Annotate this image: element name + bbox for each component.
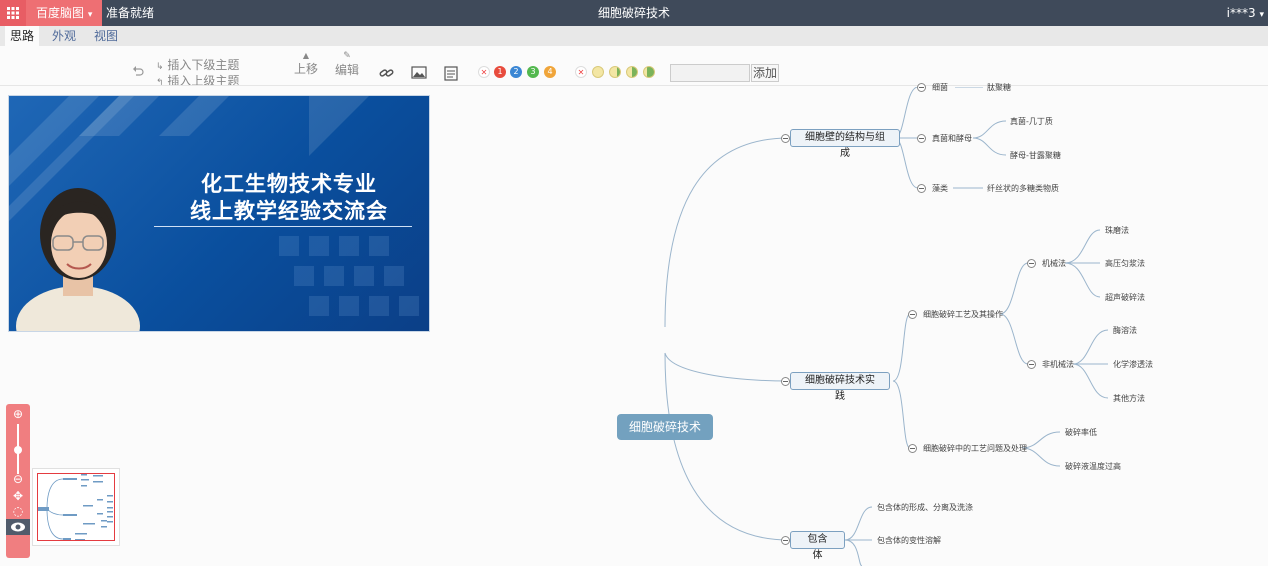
progress-1-icon[interactable] — [609, 66, 621, 78]
video-background-pattern — [9, 96, 419, 316]
zoom-out-icon[interactable]: ⊖ — [12, 472, 24, 486]
locate-icon[interactable]: ◌ — [12, 504, 24, 518]
mindmap-leaf[interactable]: 高压匀浆法 — [1105, 259, 1145, 268]
add-tag-button[interactable]: 添加 — [751, 64, 779, 82]
insert-child-label: 插入下级主题 — [167, 58, 240, 72]
save-status: 准备就绪 — [106, 6, 155, 20]
tab-thinking[interactable]: 思路 — [5, 26, 40, 46]
move-up-label: 上移 — [293, 62, 318, 76]
collapse-icon[interactable] — [1027, 259, 1036, 268]
mindmap-leaf[interactable]: 包含体的变性溶解 — [877, 536, 941, 545]
move-up-button[interactable]: ▲ 上移 — [293, 51, 319, 77]
user-name: i***3 — [1226, 6, 1256, 20]
mindmap-root-node[interactable]: 细胞破碎技术 — [617, 414, 713, 440]
apps-grid-icon[interactable] — [0, 0, 26, 26]
minimap-viewport[interactable] — [37, 473, 115, 541]
mindmap-leaf[interactable]: 珠磨法 — [1105, 226, 1129, 235]
minimap[interactable] — [32, 468, 120, 546]
collapse-icon[interactable] — [781, 134, 790, 143]
progress-0-icon[interactable] — [592, 66, 604, 78]
mindmap-leaf[interactable]: 纤丝状的多糖类物质 — [987, 184, 1059, 193]
insert-parent-button[interactable]: ↰ 插入上级主题 — [156, 72, 240, 86]
priority-2-icon[interactable]: 2 — [510, 66, 522, 78]
mindmap-leaf[interactable]: 酶溶法 — [1113, 326, 1137, 335]
tab-appearance[interactable]: 外观 — [52, 29, 77, 43]
collapse-icon[interactable] — [917, 134, 926, 143]
zoom-in-icon[interactable]: ⊕ — [12, 407, 24, 421]
note-icon[interactable] — [444, 66, 458, 84]
collapse-icon[interactable] — [917, 184, 926, 193]
mindmap-leaf[interactable]: 包含体的形成、分离及洗涤 — [877, 503, 973, 512]
collapse-icon[interactable] — [781, 536, 790, 545]
tab-bar: 思路 外观 视图 — [0, 26, 1268, 46]
collapse-icon[interactable] — [908, 310, 917, 319]
priority-3-icon[interactable]: 3 — [527, 66, 539, 78]
brand-label: 百度脑图 — [36, 6, 85, 20]
mindmap-node-non-mechanical[interactable]: 非机械法 — [1042, 360, 1074, 369]
mindmap-node-bacteria[interactable]: 细菌 — [932, 83, 948, 92]
title-underline — [154, 226, 412, 227]
insert-child-button[interactable]: ↳ 插入下级主题 — [156, 56, 239, 73]
mindmap-leaf[interactable]: 化学渗透法 — [1113, 360, 1153, 369]
user-menu[interactable]: i***3 ▾ — [1227, 0, 1264, 28]
mindmap-leaf[interactable]: 酵母-甘露聚糖 — [1010, 151, 1061, 160]
arrow-up-icon: ▲ — [302, 51, 310, 60]
mindmap-node-inclusion-body[interactable]: 包含体 — [790, 531, 845, 561]
mindmap-node-fungi-yeast[interactable]: 真菌和酵母 — [932, 134, 972, 143]
priority-4-icon[interactable]: 4 — [544, 66, 556, 78]
collapse-icon[interactable] — [917, 83, 926, 92]
toolbar: ↳ 插入下级主题 ↰ 插入上级主题 ▲ 上移 ✎ 编辑 ✕ 1 2 3 4 ✕ … — [0, 46, 1268, 86]
video-overlay[interactable]: 化工生物技术专业 线上教学经验交流会 — [8, 95, 430, 332]
mindmap-leaf[interactable]: 破碎液温度过高 — [1065, 462, 1121, 471]
mindmap-node-algae[interactable]: 藻类 — [932, 184, 948, 193]
progress-clear-icon[interactable]: ✕ — [575, 66, 587, 78]
toggle-minimap-button[interactable] — [6, 519, 30, 535]
insert-parent-icon: ↰ — [156, 78, 164, 86]
priority-clear-icon[interactable]: ✕ — [478, 66, 490, 78]
minimap-preview — [46, 474, 113, 541]
brand-menu[interactable]: 百度脑图 ▾ — [26, 0, 103, 26]
collapse-icon[interactable] — [908, 444, 917, 453]
presenter-image — [16, 188, 140, 331]
chevron-down-icon: ▾ — [87, 10, 93, 20]
chevron-down-icon: ▾ — [1259, 10, 1264, 20]
video-title-line1: 化工生物技术专业 — [201, 172, 377, 196]
move-icon[interactable]: ✥ — [12, 489, 24, 503]
document-title: 细胞破碎技术 — [597, 6, 670, 20]
mindmap-node-practice[interactable]: 细胞破碎技术实践 — [790, 372, 890, 402]
mindmap-leaf[interactable]: 破碎率低 — [1065, 428, 1097, 437]
progress-3-icon[interactable] — [643, 66, 655, 78]
pencil-icon: ✎ — [343, 51, 351, 61]
collapse-icon[interactable] — [1027, 360, 1036, 369]
priority-1-icon[interactable]: 1 — [494, 66, 506, 78]
video-title: 化工生物技术专业 线上教学经验交流会 — [159, 171, 419, 225]
eye-icon — [11, 522, 25, 532]
undo-icon[interactable] — [132, 64, 144, 81]
insert-parent-label: 插入上级主题 — [167, 74, 240, 86]
tab-view[interactable]: 视图 — [94, 29, 119, 43]
mindmap-leaf[interactable]: 其他方法 — [1113, 394, 1145, 403]
zoom-slider-handle[interactable] — [14, 446, 22, 454]
image-icon[interactable] — [411, 66, 427, 83]
link-icon[interactable] — [379, 66, 395, 83]
mindmap-node-cell-wall[interactable]: 细胞壁的结构与组成 — [790, 129, 900, 159]
mindmap-node-issues[interactable]: 细胞破碎中的工艺问题及处理 — [923, 444, 1027, 453]
tag-input[interactable] — [670, 64, 750, 82]
video-title-line2: 线上教学经验交流会 — [190, 199, 388, 223]
mindmap-leaf[interactable]: 超声破碎法 — [1105, 293, 1145, 302]
collapse-icon[interactable] — [781, 377, 790, 386]
mindmap-node-process[interactable]: 细胞破碎工艺及其操作 — [923, 310, 1003, 319]
progress-2-icon[interactable] — [626, 66, 638, 78]
zoom-bar: ⊕ ⊖ ✥ ◌ — [6, 404, 30, 558]
edit-button[interactable]: ✎ 编辑 — [334, 51, 360, 78]
top-bar: 百度脑图 ▾ 准备就绪 细胞破碎技术 i***3 ▾ — [0, 0, 1268, 26]
insert-child-icon: ↳ — [156, 62, 164, 72]
edit-label: 编辑 — [334, 63, 359, 77]
mindmap-canvas[interactable]: 细胞破碎技术 细胞壁的结构与组成 细菌 肽聚糖 真菌和酵母 真菌-几丁质 酵母-… — [0, 83, 1268, 566]
minimap-root — [37, 507, 49, 511]
mindmap-leaf[interactable]: 真菌-几丁质 — [1010, 117, 1053, 126]
mindmap-node-mechanical[interactable]: 机械法 — [1042, 259, 1066, 268]
mindmap-leaf[interactable]: 肽聚糖 — [987, 83, 1011, 92]
